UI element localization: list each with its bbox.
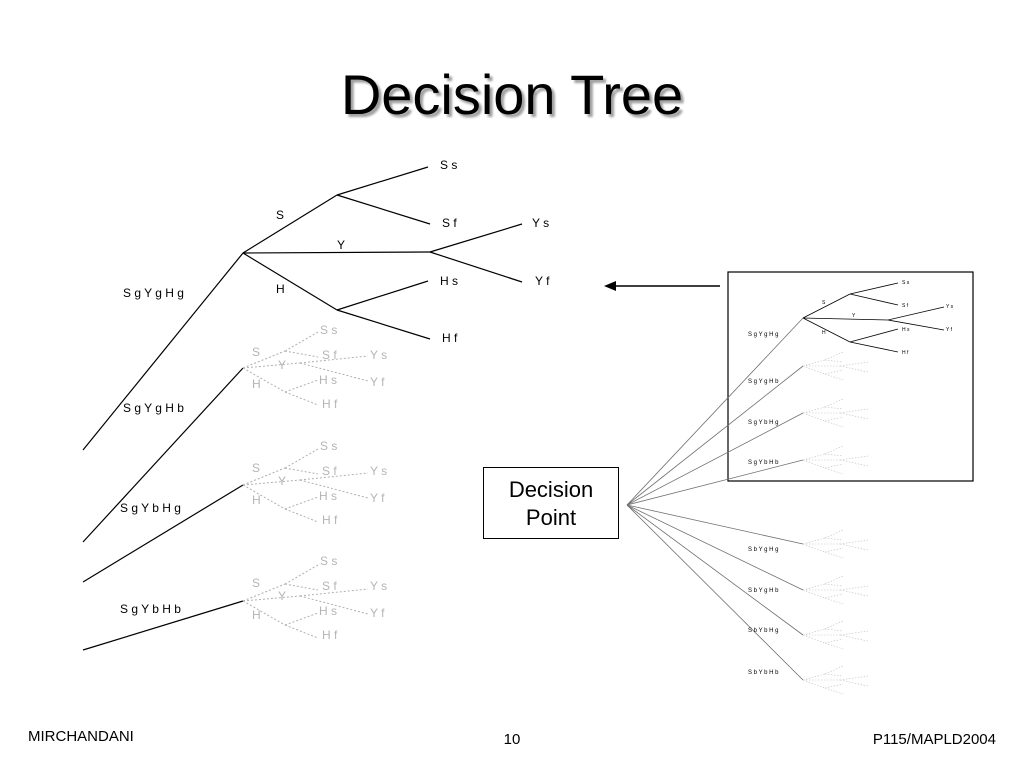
overview-inactive-trees [802,351,869,695]
svg-text:S s: S s [320,323,337,337]
overview-active-labels: S Y H S s S f H s H f Y s Y f [822,280,954,356]
svg-text:Y s: Y s [370,348,387,362]
svg-text:H: H [252,608,261,622]
label-s: S [276,208,284,222]
svg-text:Y: Y [278,358,286,372]
svg-text:S s: S s [902,280,910,286]
svg-text:H: H [252,377,261,391]
active-labels: S Y H S s S f H s H f Y s Y f [276,158,550,345]
svg-text:Y: Y [852,313,856,319]
svg-text:S f: S f [322,348,337,362]
svg-text:H: H [822,330,826,336]
svg-text:S s: S s [320,439,337,453]
decision-fan-lines [626,317,804,681]
overview-lower-label-3: S b Y b H g [748,628,778,634]
overview-upper-label-2: S g Y g H b [748,379,779,385]
branch-label-2: S g Y g H b [123,401,184,415]
overview-lower-label-4: S b Y b H b [748,670,779,676]
active-subtree [242,166,523,340]
svg-text:H s: H s [319,604,337,618]
trunk-3 [82,484,244,583]
overview-upper-label-4: S g Y b H b [748,460,779,466]
svg-text:S f: S f [322,579,337,593]
inactive-labels: S Y H S s S f H s H f Y s Y f S Y H S s S f H s H… [252,323,387,642]
branch-label-4: S g Y b H b [120,602,181,616]
trunk-1 [82,252,244,451]
footer-reference: P115/MAPLD2004 [872,731,996,748]
decision-point-line2: Point [525,505,577,530]
overview-branch-labels: S g Y g H g S g Y g H b S g Y b H g S g … [748,332,779,676]
leaf-hs: H s [440,274,458,288]
svg-text:S: S [252,576,260,590]
overview-lower-label-1: S b Y g H g [748,547,778,553]
leaf-sf: S f [442,216,457,230]
branch-labels: S g Y g H g S g Y g H b S g Y b H g S g … [120,286,184,616]
svg-text:H s: H s [902,327,910,333]
main-trunks [82,252,244,651]
slide-title: Decision Tree [340,63,684,126]
leaf-ss: S s [440,158,457,172]
svg-text:Y: Y [278,474,286,488]
pointer-arrow [604,281,720,291]
svg-text:S: S [252,345,260,359]
svg-text:Y f: Y f [370,375,385,389]
trunk-2 [82,367,244,543]
label-h: H [276,282,285,296]
svg-text:Y s: Y s [946,304,954,310]
svg-text:S: S [822,300,826,306]
svg-text:H s: H s [319,489,337,503]
overview-upper-label-3: S g Y b H g [748,420,778,426]
trunk-4 [82,600,244,651]
decision-point-line1: Decision [508,477,594,502]
leaf-yf: Y f [535,274,550,288]
footer-page-number: 10 [503,731,521,748]
svg-text:Y f: Y f [946,327,953,333]
overview-active-tree [802,282,945,353]
svg-text:Y s: Y s [370,464,387,478]
leaf-ys: Y s [532,216,549,230]
svg-text:H s: H s [319,373,337,387]
overview-zoom-box [727,271,974,482]
svg-text:H f: H f [322,397,338,411]
svg-text:S: S [252,461,260,475]
svg-text:S f: S f [322,464,337,478]
svg-text:S f: S f [902,303,909,309]
svg-text:Y f: Y f [370,491,385,505]
overview-lower-label-2: S b Y g H b [748,588,779,594]
footer-author: MIRCHANDANI [28,728,134,745]
decision-point-box: Decision Point [483,467,619,539]
svg-text:Y: Y [278,589,286,603]
inactive-subtrees [242,331,369,639]
svg-text:H f: H f [322,513,338,527]
svg-text:H: H [252,493,261,507]
svg-text:Y f: Y f [370,606,385,620]
svg-text:H f: H f [322,628,338,642]
leaf-hf: H f [442,331,458,345]
overview-upper-label-1: S g Y g H g [748,332,778,338]
svg-text:H f: H f [902,350,909,356]
branch-label-3: S g Y b H g [120,501,181,515]
label-y: Y [337,238,345,252]
svg-text:Y s: Y s [370,579,387,593]
branch-label-1: S g Y g H g [123,286,184,300]
svg-text:S s: S s [320,554,337,568]
